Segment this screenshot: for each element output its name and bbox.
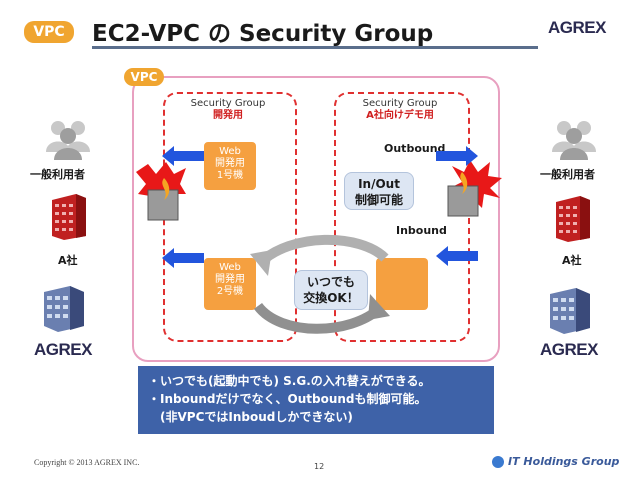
notes-box: ・いつでも(起動中でも) S.G.の入れ替えができる。 ・Inboundだけでな…	[138, 366, 494, 434]
server-2-line-1: Web	[219, 262, 241, 273]
web-server-2[interactable]: Web 開発用 2号機	[204, 258, 256, 310]
note-line-3: (非VPCではInboudしかできない)	[148, 410, 353, 424]
sg-dev-label: Security Group 開発用	[170, 98, 286, 122]
copyright-text: Copyright © 2013 AGREX INC.	[34, 458, 140, 467]
users-group-icon-right	[552, 121, 596, 160]
callout-control-line-1: In/Out	[358, 177, 400, 191]
page-number: 12	[314, 462, 325, 471]
outbound-label: Outbound	[384, 142, 446, 155]
security-group-demo	[334, 92, 470, 342]
sg-demo-title: Security Group	[362, 98, 438, 109]
vpc-cloud-badge: VPC	[24, 21, 74, 43]
sg-demo-subtitle: A社向けデモ用	[366, 110, 434, 121]
note-line-1: ・いつでも(起動中でも) S.G.の入れ替えができる。	[148, 374, 431, 388]
sg-demo-label: Security Group A社向けデモ用	[340, 98, 460, 122]
inbound-arrow-right-icon	[436, 246, 478, 266]
server-1-line-3: 1号機	[216, 170, 244, 181]
callout-swap-line-2: 交換OK！	[303, 291, 359, 305]
vpc-label: VPC	[124, 68, 164, 86]
company-building-icon-right	[556, 196, 590, 242]
company-office-icon-left	[44, 286, 84, 332]
inbound-label: Inbound	[396, 224, 447, 237]
server-2-line-3: 2号機	[216, 286, 244, 297]
server-1-line-2: 開発用	[215, 158, 245, 169]
title-divider	[92, 46, 538, 49]
agrex-logo-left: AGREX	[34, 340, 92, 359]
inbound-arrow-left-icon	[162, 248, 204, 268]
company-office-icon-right	[550, 288, 590, 334]
it-holdings-group-label: IT Holdings Group	[508, 455, 620, 468]
server-2-line-2: 開発用	[215, 274, 245, 285]
it-holdings-logo-icon	[492, 456, 504, 468]
outbound-arrow-left-icon	[162, 146, 204, 166]
callout-swap-line-1: いつでも	[306, 275, 355, 289]
note-line-2: ・Inboundだけでなく、Outboundも制御可能。	[148, 392, 427, 406]
vpc-container	[132, 76, 500, 362]
company-a-label-right: A社	[562, 254, 582, 267]
general-users-label-left: 一般利用者	[30, 168, 85, 181]
agrex-logo-right: AGREX	[540, 340, 598, 359]
in-out-control-callout: In/Out 制御可能	[344, 172, 414, 210]
sg-dev-subtitle: 開発用	[213, 110, 243, 121]
company-building-icon-left	[52, 194, 86, 240]
right-firewall-icon	[447, 160, 502, 217]
general-users-label-right: 一般利用者	[540, 168, 595, 181]
swap-ok-callout: いつでも 交換OK！	[294, 270, 368, 310]
outbound-arrow-right-icon	[436, 146, 478, 166]
sg-dev-title: Security Group	[190, 98, 266, 109]
web-server-1[interactable]: Web 開発用 1号機	[204, 142, 256, 190]
swap-arrows-icon	[250, 234, 390, 334]
demo-server[interactable]	[376, 258, 428, 310]
callout-control-line-2: 制御可能	[354, 193, 403, 207]
left-firewall-icon	[136, 162, 186, 221]
users-group-icon-left	[46, 121, 90, 160]
server-1-line-1: Web	[219, 146, 241, 157]
company-a-label-left: A社	[58, 254, 78, 267]
page-title: EC2-VPC の Security Group	[92, 21, 434, 47]
agrex-logo-header: AGREX	[548, 18, 606, 37]
